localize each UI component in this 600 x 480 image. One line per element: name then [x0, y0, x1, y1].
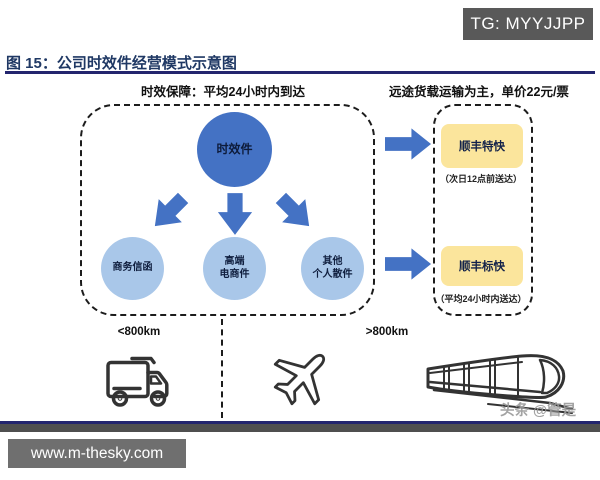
arrow-down-left-icon: [141, 184, 196, 239]
timeliness-segments-container: [80, 104, 375, 316]
long-haul-transport-header: 远途货载运输为主，单价22元/票: [389, 85, 569, 99]
node-label-line2: 电商件: [219, 268, 250, 280]
root-node-timeliness-parcel: 时效件: [197, 112, 272, 187]
site-url-badge: www.m-thesky.com: [8, 439, 186, 468]
node-other-personal: 其他 个人散件: [301, 237, 364, 300]
product-note: （平均24小时内送达）: [435, 294, 527, 304]
figure-title: 图 15：公司时效件经营模式示意图: [6, 55, 237, 72]
train-icon: [400, 346, 575, 414]
timeliness-guarantee-header: 时效保障：平均24小时内到达: [141, 85, 305, 99]
tg-channel-badge: TG: MYYJJPP: [463, 8, 593, 40]
node-label-line1: 高端: [224, 256, 245, 267]
distance-label-over-800km: >800km: [365, 326, 409, 338]
product-sf-standard-fast: 顺丰标快: [441, 246, 523, 286]
node-business-mail: 商务信函: [101, 237, 164, 300]
author-watermark: 头条 @管是: [500, 403, 577, 419]
node-label: 商务信函: [112, 262, 153, 274]
airplane-icon: [258, 333, 346, 421]
bottom-divider: [0, 421, 600, 424]
node-highend-ecommerce: 高端 电商件: [203, 237, 266, 300]
bottom-gray-bar: [0, 424, 600, 432]
arrow-right-icon: [385, 247, 432, 281]
distance-label-under-800km: <800km: [117, 326, 161, 338]
product-sf-express-fast: 顺丰特快: [441, 124, 523, 168]
products-container: [433, 104, 533, 316]
truck-icon: [104, 352, 174, 409]
distance-divider: [221, 319, 223, 418]
arrow-down-icon: [216, 193, 254, 235]
title-divider: [5, 71, 595, 74]
arrow-right-icon: [385, 127, 432, 161]
node-label-line1: 其他: [322, 256, 343, 267]
arrow-down-right-icon: [267, 184, 322, 239]
product-note: （次日12点前送达）: [439, 174, 522, 184]
node-label-line2: 个人散件: [312, 268, 353, 280]
